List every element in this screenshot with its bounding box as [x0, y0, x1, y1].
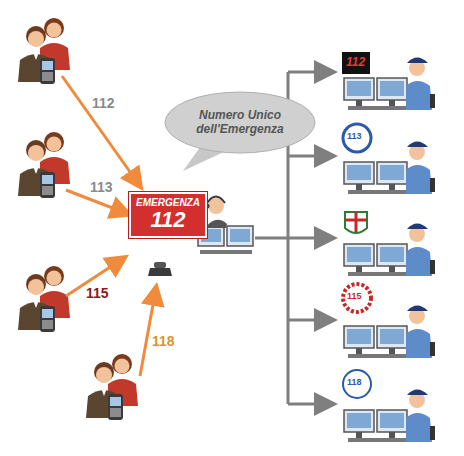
- wire: [255, 237, 288, 240]
- number-label: 112: [92, 96, 115, 111]
- number-label: 118: [152, 334, 175, 349]
- carabinieri-logo: [342, 52, 370, 74]
- police-logo: [343, 124, 371, 152]
- branch-arrow: [288, 403, 332, 406]
- caller-figures: [18, 18, 138, 420]
- logo-number: 112: [346, 56, 365, 69]
- node-subtext: 112: [150, 208, 185, 232]
- node-text: Numero Unico dell'Emergenza: [194, 109, 286, 135]
- agency-logos: [342, 52, 371, 398]
- logo-box: EMERGENZA112: [129, 192, 207, 238]
- number-label: 115: [86, 286, 109, 301]
- caller-figure: [18, 18, 70, 84]
- speech-bubble: Numero Unico dell'Emergenza: [165, 92, 315, 153]
- bubble-ellipse: [165, 92, 315, 153]
- logo-number: 113: [347, 132, 362, 142]
- node-text: EMERGENZA: [136, 197, 200, 208]
- logo-number: 118: [347, 378, 362, 388]
- call-arrow: [140, 288, 156, 376]
- branch-arrow: [288, 319, 332, 322]
- caller-figure: [18, 266, 70, 332]
- agency-stations: [344, 58, 435, 443]
- caller-figure: [18, 132, 70, 198]
- branch-arrow: [288, 155, 332, 158]
- crest-cross: [346, 212, 366, 232]
- ambulance-logo: [343, 370, 371, 398]
- municipal-crest: [345, 212, 367, 233]
- caller-figure: [86, 354, 138, 420]
- call-arrow: [62, 76, 140, 186]
- branch-arrow: [288, 237, 332, 240]
- logo-number: 115: [347, 292, 362, 302]
- fire-logo: [343, 284, 371, 312]
- branch-arrow: [288, 71, 332, 74]
- number-label: 113: [90, 180, 113, 195]
